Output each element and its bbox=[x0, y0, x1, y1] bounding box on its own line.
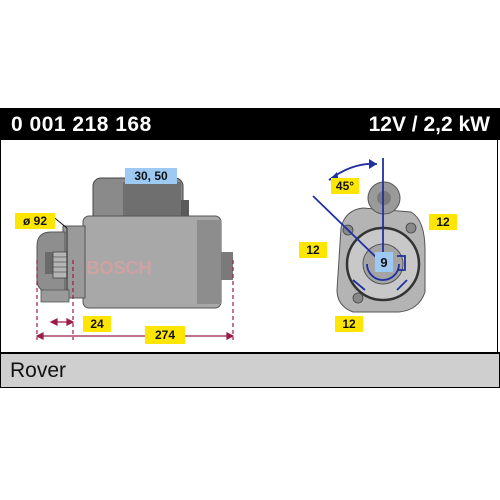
product-card: 0 001 218 168 12V / 2,2 kW bbox=[0, 108, 500, 390]
flange-length-label: 24 bbox=[83, 316, 111, 332]
left-dimension-label: 12 bbox=[299, 242, 327, 258]
diameter-label: ø 92 bbox=[15, 213, 55, 229]
vehicle-bar: Rover bbox=[0, 352, 500, 388]
overall-length-label: 274 bbox=[145, 326, 185, 344]
length-dimensions bbox=[35, 260, 235, 340]
angle-arrow-right bbox=[369, 159, 377, 169]
technical-drawing: BOSCH bbox=[0, 140, 498, 352]
brand-watermark: BOSCH bbox=[86, 258, 151, 278]
teeth-label: 9 bbox=[375, 252, 393, 272]
drawing-canvas: BOSCH bbox=[35, 158, 426, 340]
product-header: 0 001 218 168 12V / 2,2 kW bbox=[0, 108, 500, 140]
starter-front-view bbox=[336, 181, 426, 313]
vehicle-name: Rover bbox=[10, 359, 67, 382]
starter-side-view bbox=[36, 177, 233, 309]
bottom-dimension-label: 12 bbox=[335, 316, 363, 332]
angle-label: 45° bbox=[331, 178, 359, 194]
right-dimension-label: 12 bbox=[429, 214, 457, 230]
terminal-label: 30, 50 bbox=[125, 168, 177, 184]
electrical-spec: 12V / 2,2 kW bbox=[368, 113, 490, 136]
part-number: 0 001 218 168 bbox=[11, 113, 152, 136]
